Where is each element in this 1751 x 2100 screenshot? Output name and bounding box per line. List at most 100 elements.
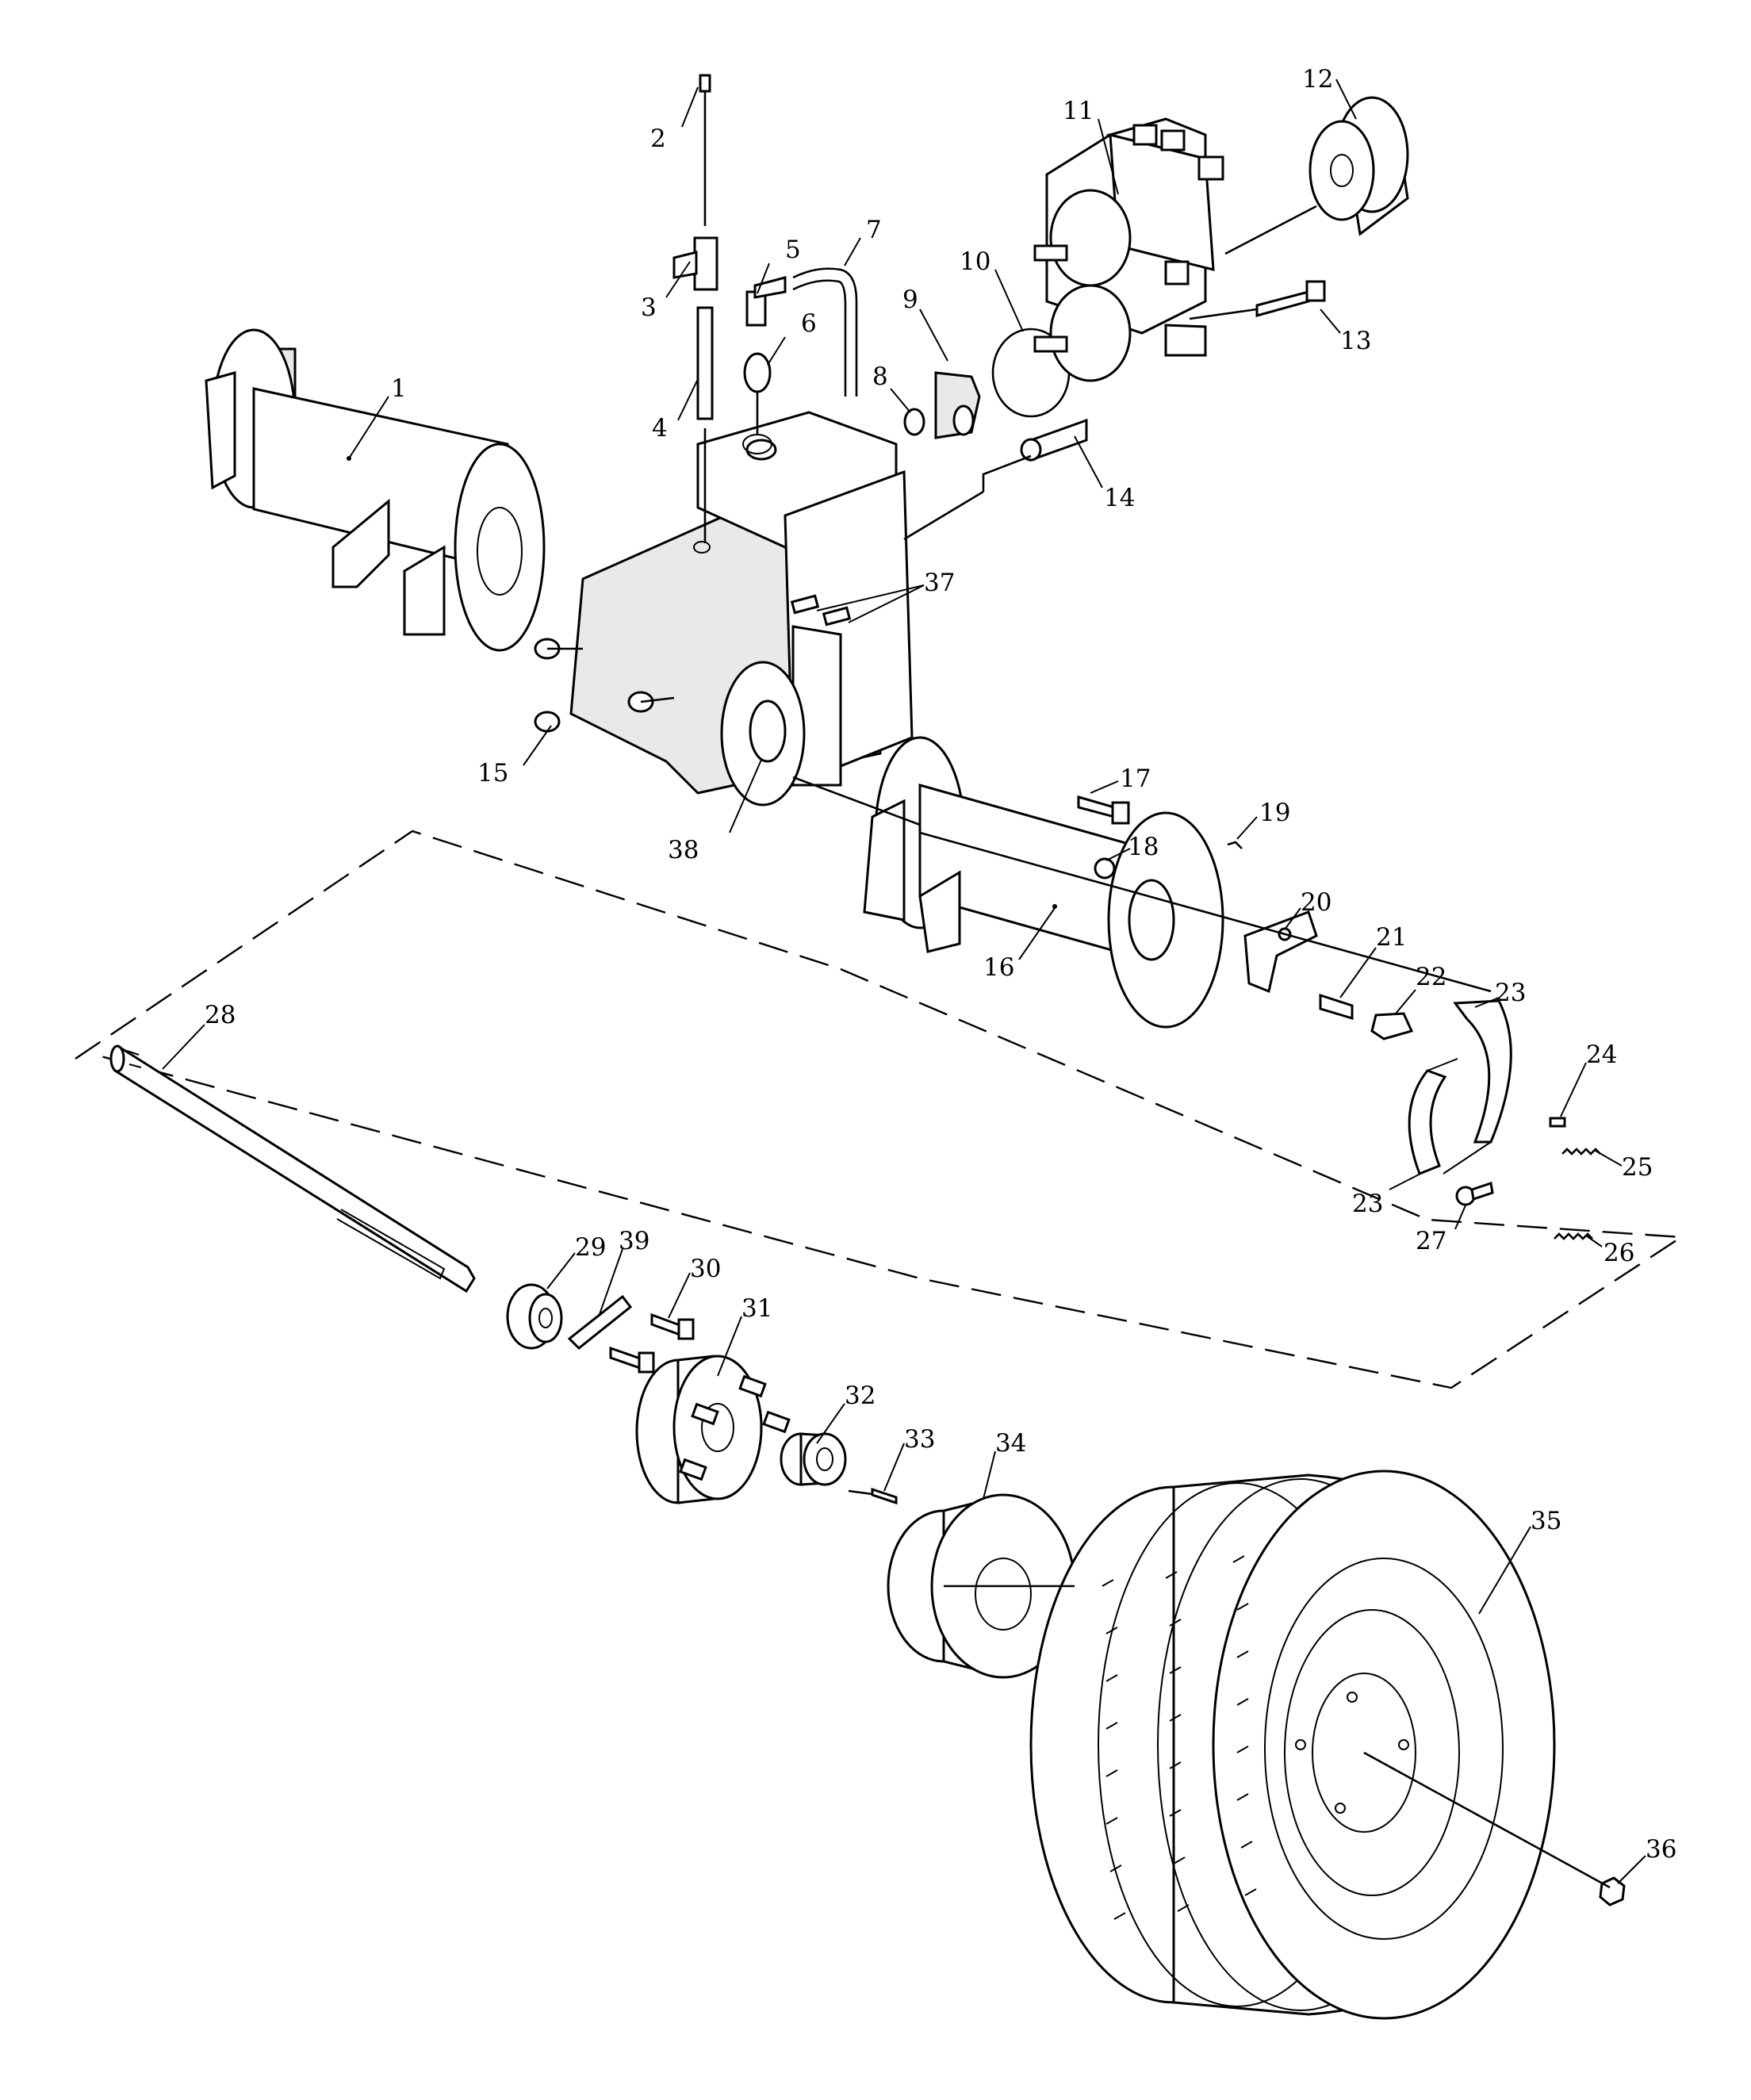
- callout-7: 7: [844, 216, 882, 266]
- part-17-bolt: [1077, 795, 1130, 825]
- svg-text:11: 11: [1063, 97, 1094, 125]
- callout-4: 4: [652, 378, 699, 443]
- part-36-lug-nut: [1599, 1876, 1626, 1906]
- callout-25: 25: [1593, 1149, 1653, 1182]
- part-27-pivot-pin: [1455, 1182, 1494, 1206]
- callout-38: 38: [668, 759, 762, 864]
- callout-17: 17: [1090, 765, 1151, 794]
- svg-text:28: 28: [205, 1001, 236, 1029]
- svg-text:23: 23: [1352, 1190, 1383, 1218]
- svg-text:17: 17: [1120, 765, 1151, 793]
- svg-text:29: 29: [575, 1233, 606, 1262]
- svg-text:30: 30: [690, 1255, 721, 1283]
- svg-text:37: 37: [924, 569, 955, 597]
- svg-text:18: 18: [1128, 833, 1159, 861]
- svg-text:21: 21: [1376, 923, 1407, 952]
- callout-30: 30: [668, 1255, 721, 1319]
- svg-text:27: 27: [1416, 1227, 1446, 1255]
- callout-3: 3: [641, 261, 691, 322]
- svg-text:7: 7: [866, 216, 882, 244]
- callout-24: 24: [1560, 1040, 1617, 1117]
- part-12-oil-filter: [1224, 96, 1409, 255]
- callout-36: 36: [1617, 1835, 1676, 1884]
- svg-text:14: 14: [1104, 484, 1135, 512]
- svg-text:4: 4: [652, 414, 668, 443]
- callout-39: 39: [598, 1227, 649, 1317]
- part-22-brake-lever: [1370, 1012, 1414, 1040]
- part-37-dowel-pins: [790, 594, 852, 627]
- callout-10: 10: [960, 247, 1024, 332]
- svg-text:25: 25: [1622, 1153, 1653, 1182]
- part-32-spacer: [780, 1432, 847, 1486]
- svg-text:26: 26: [1603, 1239, 1634, 1267]
- svg-text:32: 32: [845, 1381, 876, 1410]
- centerlines: [848, 831, 1611, 1889]
- part-20-brake-bracket: [1243, 910, 1318, 994]
- svg-text:38: 38: [668, 836, 699, 864]
- callout-26: 26: [1585, 1235, 1634, 1267]
- svg-text:8: 8: [872, 362, 888, 391]
- callout-5: 5: [757, 236, 801, 294]
- part-7-hose: [792, 267, 858, 397]
- callout-2: 2: [650, 86, 699, 153]
- part-3-tee-fitting: [672, 236, 718, 291]
- svg-text:34: 34: [995, 1429, 1026, 1458]
- part-23-brake-shoes: [1408, 999, 1512, 1175]
- part-6-reducer-bushing: [742, 352, 772, 454]
- callout-23-lower: 23: [1352, 1171, 1424, 1218]
- callout-14: 14: [1074, 435, 1135, 512]
- part-31-hub: [635, 1355, 791, 1504]
- svg-text:36: 36: [1646, 1835, 1676, 1864]
- part-4-nipple: [696, 306, 714, 543]
- part-30-bolts: [609, 1312, 695, 1374]
- assembly-boundary-dashed: [75, 830, 1684, 1389]
- part-24-spring: [1549, 1117, 1566, 1128]
- callout-32: 32: [816, 1381, 876, 1444]
- callout-34: 34: [983, 1429, 1026, 1500]
- svg-text:5: 5: [785, 236, 801, 264]
- callout-8: 8: [872, 362, 911, 413]
- callouts: 1 2 3 4 5 6 7 8 9 10 11 12 13 14 15 16 1…: [162, 65, 1676, 1884]
- part-1-axle-tube-left: [205, 328, 546, 652]
- svg-text:24: 24: [1586, 1040, 1617, 1069]
- callout-1: 1: [348, 374, 407, 459]
- part-16-axle-tube-right: [792, 736, 1224, 1029]
- svg-text:22: 22: [1416, 963, 1446, 991]
- part-11-hydrostatic-pump: [1033, 117, 1224, 382]
- svg-text:12: 12: [1302, 65, 1333, 94]
- part-29-bearing: [506, 1283, 563, 1350]
- callout-18: 18: [1105, 833, 1159, 861]
- callout-35: 35: [1478, 1507, 1561, 1615]
- svg-text:13: 13: [1340, 327, 1371, 355]
- callout-27: 27: [1416, 1205, 1466, 1255]
- svg-text:10: 10: [960, 247, 990, 276]
- part-33-key: [871, 1487, 898, 1505]
- svg-text:31: 31: [741, 1294, 772, 1323]
- svg-text:6: 6: [801, 309, 817, 338]
- svg-text:33: 33: [904, 1425, 935, 1454]
- svg-text:39: 39: [619, 1227, 649, 1255]
- callout-9: 9: [902, 285, 948, 362]
- part-19-cotter-pin: [1227, 841, 1243, 849]
- part-14-sleeve: [903, 418, 1088, 541]
- callout-21: 21: [1339, 923, 1407, 998]
- part-8-retaining-ring: [903, 408, 925, 436]
- callout-19: 19: [1236, 799, 1290, 840]
- part-18-nut: [1094, 857, 1116, 879]
- part-5-elbow-fitting: [745, 276, 787, 327]
- part-35-wheel-tire: [1029, 1470, 1556, 2020]
- svg-text:23: 23: [1495, 979, 1526, 1007]
- callout-13: 13: [1320, 308, 1371, 355]
- callout-15: 15: [477, 725, 552, 788]
- callout-33: 33: [883, 1425, 935, 1492]
- svg-text:35: 35: [1531, 1507, 1561, 1535]
- svg-text:9: 9: [902, 285, 918, 314]
- callout-20: 20: [1284, 888, 1331, 930]
- callout-23-upper: 23: [1474, 979, 1526, 1008]
- part-9-bevel-pinion-gear: [934, 371, 981, 439]
- callout-6: 6: [767, 309, 817, 366]
- svg-text:16: 16: [983, 953, 1014, 982]
- callout-16: 16: [983, 907, 1056, 982]
